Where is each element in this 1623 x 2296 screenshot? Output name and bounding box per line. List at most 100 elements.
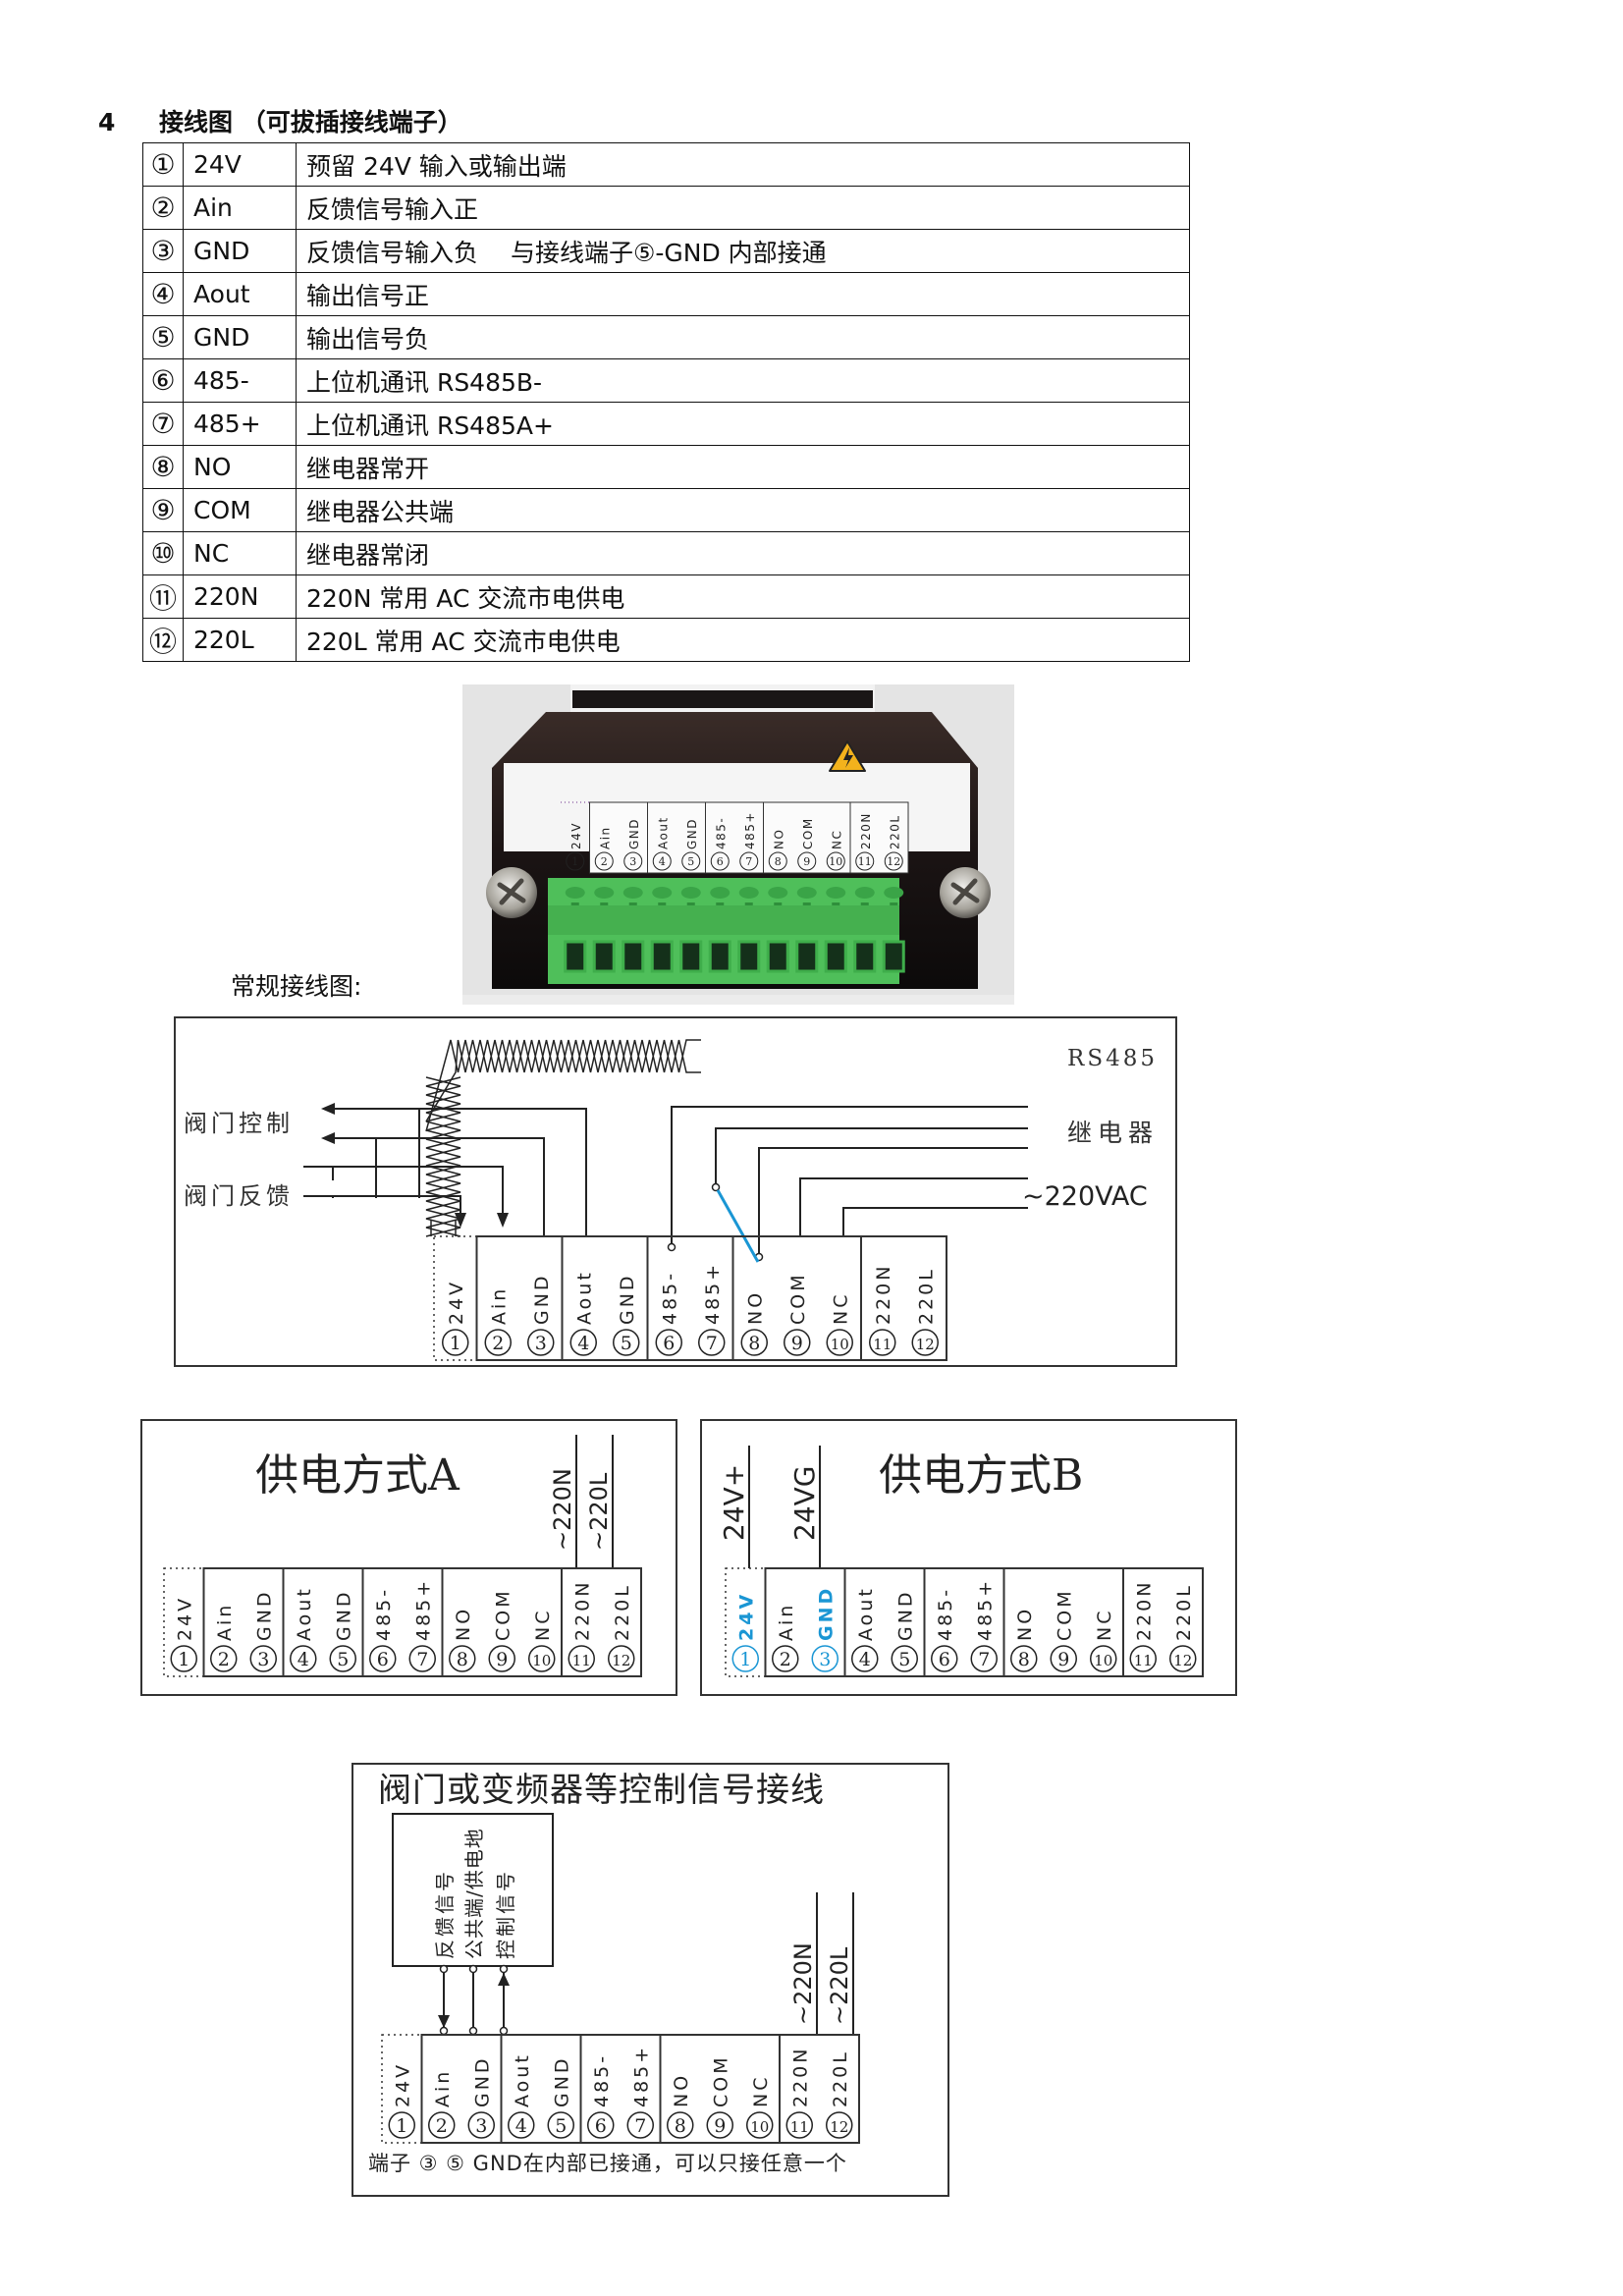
terminal-label: GND <box>894 1589 916 1641</box>
terminal-number: 11 <box>572 1652 591 1669</box>
terminal-number: 7 <box>416 1649 428 1670</box>
control-signal-diagram: 阀门或变频器等控制信号接线 反馈信号 公共端/供电地 控制信号 ~220N ~2… <box>352 1763 949 2197</box>
arrow-up-icon <box>498 1973 510 1986</box>
terminal-label: GND <box>551 2055 572 2107</box>
arrow-left-icon <box>321 1132 335 1144</box>
terminal-number-circle <box>811 1645 839 1672</box>
terminal-number-circle <box>1090 1645 1117 1672</box>
photo-terminal-label: 485+ <box>743 811 757 849</box>
terminal-number-circle <box>785 2111 813 2139</box>
terminal-label: Ain <box>432 2069 454 2107</box>
pin-description: 输出信号正 <box>296 272 1190 316</box>
terminal-group <box>779 2034 860 2144</box>
pin-description: 反馈信号输入负 与接线端子⑤-GND 内部接通 <box>296 229 1190 273</box>
terminal-label: GND <box>531 1273 553 1325</box>
terminal-group <box>1122 1567 1204 1677</box>
terminal-number-circle <box>655 1329 682 1356</box>
terminal-number-circle <box>547 2111 574 2139</box>
section-number: 4 <box>98 108 116 137</box>
section-title: 接线图 （可拔插接线端子） <box>159 108 462 137</box>
photo-terminal-number: 2 <box>601 855 608 868</box>
pin-name: 220L <box>183 618 297 662</box>
pin-name: 24V <box>183 142 297 187</box>
pin-number: ⑪ <box>142 574 184 619</box>
pin-description: 反馈信号输入正 <box>296 186 1190 230</box>
wire-label-220l: ~220L <box>826 1946 853 2025</box>
terminal-number-circle <box>1050 1645 1077 1672</box>
terminal-label: 485- <box>591 2053 613 2107</box>
terminal-label: GND <box>815 1586 837 1641</box>
terminal-label: NC <box>830 1292 851 1325</box>
terminal-label: 24V <box>735 1592 757 1641</box>
terminal-number: 6 <box>663 1333 675 1354</box>
common-ground-label: 公共端/供电地 <box>462 1828 486 1959</box>
pin-number: ② <box>142 186 184 230</box>
pin-description: 输出信号负 <box>296 315 1190 359</box>
terminal-label: Ain <box>776 1603 797 1641</box>
arrow-down-icon <box>497 1213 509 1228</box>
photo-terminal-label: NC <box>830 830 843 849</box>
pin-number: ⑤ <box>142 315 184 359</box>
terminal-number-circle <box>484 1329 512 1356</box>
terminal-number-circle <box>667 2111 694 2139</box>
terminal-label: NC <box>532 1609 554 1641</box>
terminal-number-circle <box>528 1645 556 1672</box>
terminal-number: 3 <box>475 2115 487 2137</box>
terminal-label: 485+ <box>974 1578 996 1641</box>
pin-description: 预留 24V 输入或输出端 <box>296 142 1190 187</box>
photo-terminal-number: 4 <box>659 855 666 868</box>
terminal-label: GND <box>333 1589 354 1641</box>
terminal-label: 220L <box>612 1583 633 1641</box>
pin-name: Ain <box>183 186 297 230</box>
terminal-number: 3 <box>819 1649 831 1670</box>
terminal-number: 4 <box>515 2115 527 2137</box>
photo-terminal-number: 7 <box>745 855 752 868</box>
pin-number: ③ <box>142 229 184 273</box>
terminal-number: 11 <box>790 2118 809 2136</box>
terminal-group <box>561 1567 642 1677</box>
terminal-number-circle <box>931 1645 958 1672</box>
terminal-label: COM <box>1054 1588 1075 1641</box>
wire-label-220l: ~220L <box>585 1472 613 1551</box>
terminal-label: GND <box>617 1273 638 1325</box>
pin-number: ④ <box>142 272 184 316</box>
photo-terminal-label: COM <box>801 817 815 849</box>
terminal-number: 9 <box>496 1649 508 1670</box>
terminal-number: 7 <box>978 1649 990 1670</box>
terminal-number: 10 <box>750 2118 769 2136</box>
terminal-label: Ain <box>488 1286 510 1325</box>
terminal-label: 220L <box>830 2050 851 2107</box>
terminal-label: 220L <box>1173 1583 1195 1641</box>
terminal-number: 10 <box>1094 1652 1112 1669</box>
terminal-label: 485- <box>373 1587 395 1641</box>
terminal-number: 8 <box>1018 1649 1030 1670</box>
terminal-number-circle <box>851 1645 879 1672</box>
terminal-number: 1 <box>450 1333 461 1354</box>
arrow-left-icon <box>321 1103 335 1115</box>
terminal-label: GND <box>471 2055 493 2107</box>
gnd-note: 端子 ③ ⑤ GND在内部已接通，可以只接任意一个 <box>368 2152 847 2175</box>
terminal-label: NO <box>671 2073 692 2107</box>
pin-description: 上位机通讯 RS485B- <box>296 358 1190 403</box>
power-mode-b-svg: 供电方式B 24V+ 24VG 124V2Ain3GND4Aout5GND648… <box>718 1446 1204 1677</box>
photo-terminal-label: NO <box>772 829 785 849</box>
terminal-label: Aout <box>512 2052 533 2107</box>
photo-terminal-label: Ain <box>598 826 612 849</box>
power-mode-b-title: 供电方式B <box>879 1450 1083 1501</box>
pin-name: NC <box>183 531 297 575</box>
relay-contact-link <box>716 1189 760 1263</box>
terminal-number: 2 <box>436 2115 448 2137</box>
terminal-number: 5 <box>898 1649 910 1670</box>
terminal-number: 2 <box>492 1333 504 1354</box>
terminal-number-circle <box>613 1329 640 1356</box>
terminal-number: 10 <box>831 1336 849 1353</box>
pin-number: ⑩ <box>142 531 184 575</box>
terminal-label: COM <box>492 1588 514 1641</box>
photo-terminal-number: 12 <box>887 855 900 868</box>
